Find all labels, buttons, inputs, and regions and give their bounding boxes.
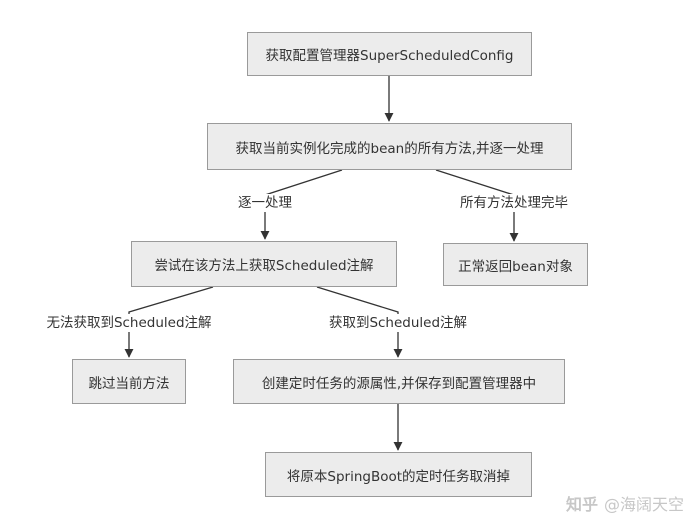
- watermark-brand: 知乎: [565, 495, 598, 514]
- edge-label-all-done: 所有方法处理完毕: [459, 194, 569, 212]
- node-skip-method: 跳过当前方法: [72, 359, 186, 404]
- edge-try-to-skip: [124, 286, 214, 358]
- node-get-config: 获取配置管理器SuperScheduledConfig: [247, 32, 532, 76]
- node-return-bean: 正常返回bean对象: [443, 243, 588, 286]
- node-get-methods: 获取当前实例化完成的bean的所有方法,并逐一处理: [207, 123, 572, 170]
- edge-try-to-create: [316, 286, 403, 358]
- node-try-get-scheduled: 尝试在该方法上获取Scheduled注解: [131, 241, 397, 287]
- edge-label-process-each: 逐一处理: [237, 194, 293, 212]
- edge-label-found: 获取到Scheduled注解: [327, 314, 469, 332]
- watermark-author: @海阔天空: [603, 495, 684, 514]
- edge-label-not-found: 无法获取到Scheduled注解: [45, 314, 213, 332]
- node-cancel-task: 将原本SpringBoot的定时任务取消掉: [265, 452, 532, 497]
- watermark: 知乎 @海阔天空: [566, 491, 684, 515]
- node-create-task: 创建定时任务的源属性,并保存到配置管理器中: [233, 359, 565, 404]
